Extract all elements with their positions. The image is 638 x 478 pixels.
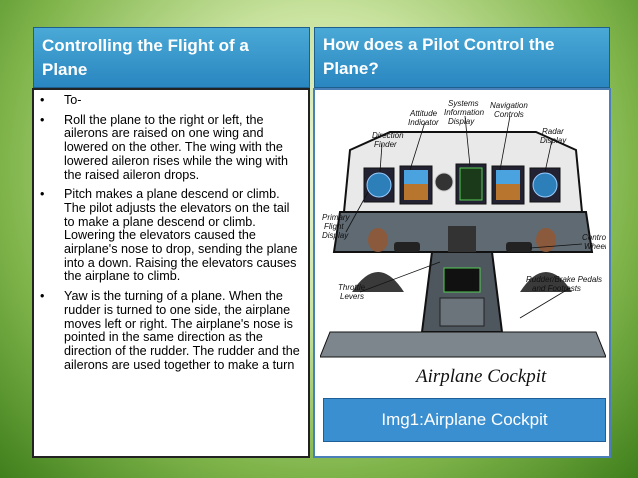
right-image-panel: Systems Information Display Navigation C… — [313, 88, 611, 458]
svg-text:Information: Information — [444, 108, 485, 117]
svg-text:Display: Display — [448, 117, 475, 126]
label-rudder: Rudder/Brake Pedals and Footrests — [526, 275, 602, 293]
bullet-item: Roll the plane to the right or left, the… — [40, 113, 300, 183]
label-direction-finder: Direction Finder — [372, 131, 404, 149]
left-title-line2: Plane — [42, 60, 88, 79]
svg-text:and Footrests: and Footrests — [532, 284, 581, 293]
right-column-title: How does a Pilot Control the Plane? — [314, 27, 610, 88]
svg-text:Levers: Levers — [340, 292, 364, 301]
svg-text:Indicator: Indicator — [408, 118, 439, 127]
label-systems-info: Systems Information Display — [444, 99, 485, 126]
svg-text:Display: Display — [540, 136, 567, 145]
svg-text:Flight: Flight — [324, 222, 344, 231]
svg-text:Radar: Radar — [542, 127, 564, 136]
cockpit-title-label: Airplane Cockpit — [414, 366, 547, 387]
svg-text:Controls: Controls — [494, 110, 524, 119]
cockpit-illustration: Systems Information Display Navigation C… — [320, 99, 606, 387]
right-title-line1: How does a Pilot Control the — [323, 35, 555, 54]
svg-text:Navigation: Navigation — [490, 101, 528, 110]
svg-text:Primary: Primary — [322, 213, 351, 222]
svg-text:Attitude: Attitude — [409, 109, 438, 118]
svg-text:Throttle: Throttle — [338, 283, 366, 292]
bullet-item: Pitch makes a plane descend or climb. Th… — [40, 187, 300, 284]
svg-text:Finder: Finder — [374, 140, 397, 149]
bullet-item: To- — [40, 93, 300, 108]
image-caption: Img1:Airplane Cockpit — [323, 398, 606, 442]
left-title-line1: Controlling the Flight of a — [42, 36, 249, 55]
left-column-title: Controlling the Flight of a Plane — [33, 27, 310, 88]
bullet-item: Yaw is the turning of a plane. When the … — [40, 289, 300, 372]
right-title-line2: Plane? — [323, 59, 379, 78]
svg-text:Wheel: Wheel — [584, 242, 606, 251]
label-nav-controls: Navigation Controls — [490, 101, 528, 119]
label-radar: Radar Display — [540, 127, 567, 145]
label-pfd: Primary Flight Display — [322, 213, 351, 240]
svg-text:Systems: Systems — [448, 99, 479, 108]
label-attitude: Attitude Indicator — [408, 109, 439, 127]
label-control-wheel: Control Wheel — [582, 233, 606, 251]
svg-text:Rudder/Brake Pedals: Rudder/Brake Pedals — [526, 275, 602, 284]
bullet-list: To- Roll the plane to the right or left,… — [34, 90, 308, 372]
label-throttle: Throttle Levers — [338, 283, 366, 301]
svg-text:Direction: Direction — [372, 131, 404, 140]
left-text-panel: To- Roll the plane to the right or left,… — [32, 88, 310, 458]
svg-text:Control: Control — [582, 233, 606, 242]
svg-text:Display: Display — [322, 231, 349, 240]
